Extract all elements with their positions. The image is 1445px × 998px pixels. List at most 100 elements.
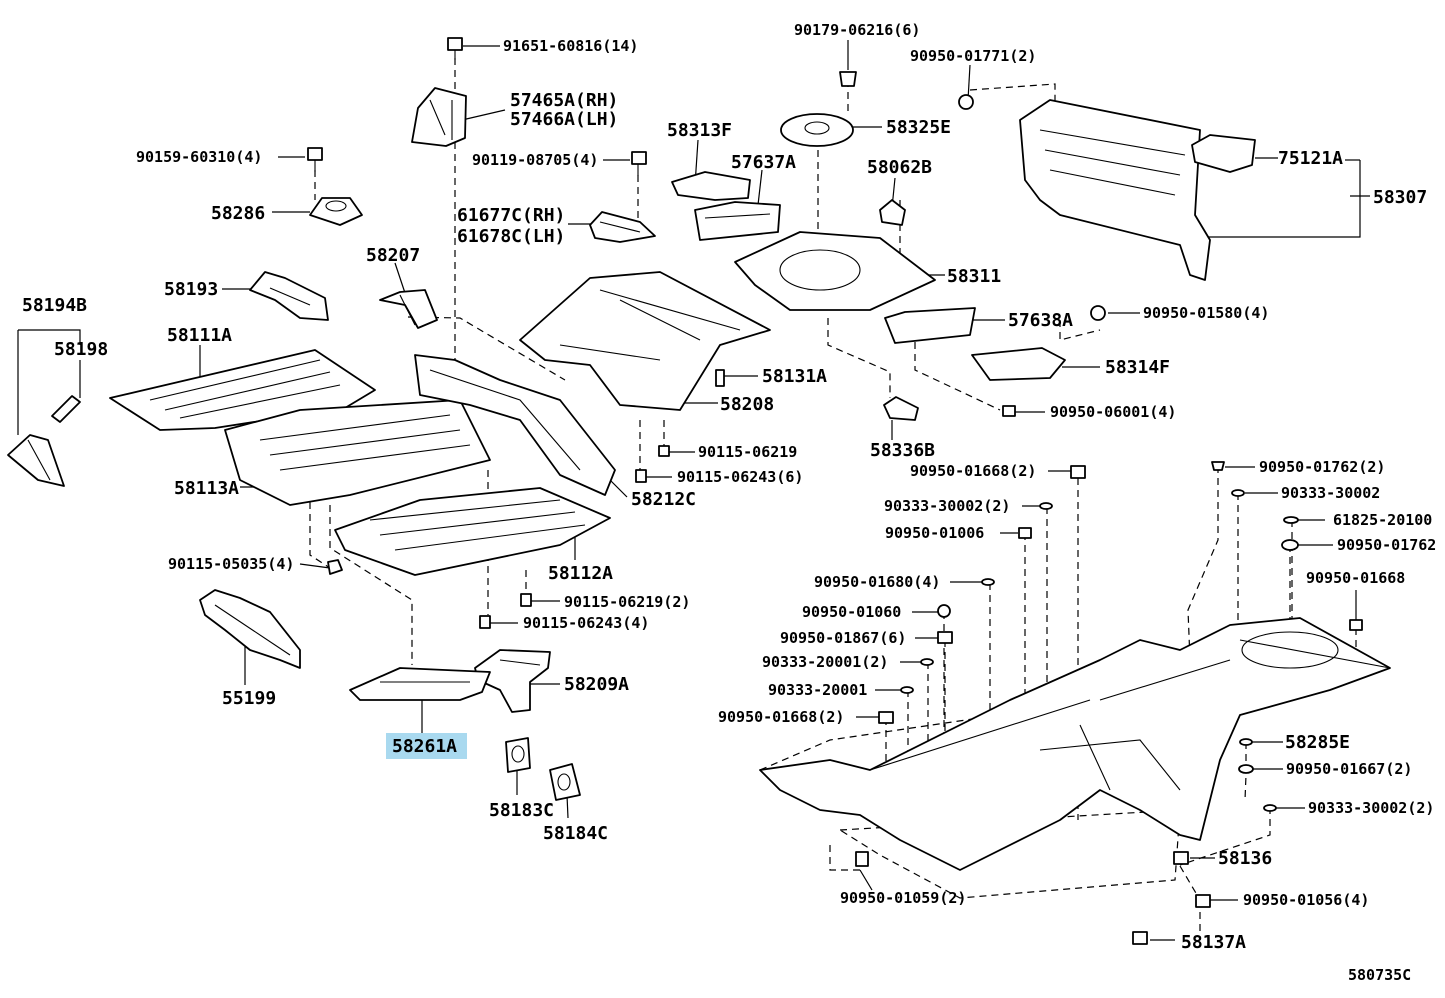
label-58184c: 58184C	[543, 823, 608, 844]
label-90159: 90159-60310(4)	[136, 148, 262, 166]
label-90950-06001: 90950-06001(4)	[1050, 403, 1176, 421]
bolt-90115-06219a	[658, 445, 670, 457]
label-90333-30002b: 90333-30002	[1281, 484, 1380, 502]
label-57638a: 57638A	[1008, 310, 1073, 331]
bracket-57465a	[411, 87, 467, 147]
label-90115-06243b: 90115-06243(4)	[523, 614, 649, 632]
plug-90950-01580	[1090, 305, 1106, 321]
label-57466a: 57466A(LH)	[510, 109, 618, 130]
label-58307: 58307	[1373, 187, 1427, 208]
pad-58184c	[549, 763, 581, 801]
label-90950-01762b: 90950-01762	[1337, 536, 1436, 554]
bolt-90115-06243b	[479, 615, 491, 629]
label-61677c: 61677C(RH)	[457, 205, 565, 226]
label-90950-01762a: 90950-01762(2)	[1259, 458, 1385, 476]
bracket-61677c	[589, 211, 656, 243]
label-58286: 58286	[211, 203, 265, 224]
label-90333-20001a: 90333-20001(2)	[762, 653, 888, 671]
label-90950-01680: 90950-01680(4)	[814, 573, 940, 591]
label-58131a: 58131A	[762, 366, 827, 387]
bracket-75121a	[1191, 134, 1256, 173]
label-58285e: 58285E	[1285, 732, 1350, 753]
small-fasteners-right	[855, 461, 1363, 945]
bracket-58193	[249, 271, 329, 321]
label-58112a: 58112A	[548, 563, 613, 584]
cap-90179	[839, 71, 857, 87]
bolt-90115-06243a	[635, 469, 647, 483]
label-58336b: 58336B	[870, 440, 935, 461]
plug-90950-06001	[1002, 405, 1016, 417]
label-58136: 58136	[1218, 848, 1272, 869]
bracket-57638a	[884, 307, 976, 344]
label-58313f: 58313F	[667, 120, 732, 141]
plug-90950-01771	[958, 94, 974, 110]
label-90950-01059: 90950-01059(2)	[840, 889, 966, 907]
label-58183c: 58183C	[489, 800, 554, 821]
part-labels: 91651-60816(14) 57465A(RH) 57466A(LH) 90…	[22, 21, 1436, 984]
panel-58261a	[349, 667, 491, 701]
label-90333-30002a: 90333-30002(2)	[884, 497, 1010, 515]
label-58111a: 58111A	[167, 325, 232, 346]
floor-panel-58112a	[334, 487, 611, 576]
bracket-58207	[379, 289, 438, 329]
label-57465a: 57465A(RH)	[510, 90, 618, 111]
label-90179: 90179-06216(6)	[794, 21, 920, 39]
label-58311: 58311	[947, 266, 1001, 287]
label-90115-06219a: 90115-06219	[698, 443, 797, 461]
label-58198: 58198	[54, 339, 108, 360]
bolt-58198	[51, 395, 81, 423]
label-55199: 55199	[222, 688, 276, 709]
label-90950-01668a: 90950-01668(2)	[910, 462, 1036, 480]
label-90950-01668c: 90950-01668	[1306, 569, 1405, 587]
label-90950-01006: 90950-01006	[885, 524, 984, 542]
label-61678c: 61678C(LH)	[457, 226, 565, 247]
label-90950-01771: 90950-01771(2)	[910, 47, 1036, 65]
pan-58311	[734, 231, 936, 311]
label-90119: 90119-08705(4)	[472, 151, 598, 169]
diagram-code: 580735C	[1348, 966, 1411, 984]
bolt-90115-06219b	[520, 593, 532, 607]
label-90115-06219b: 90115-06219(2)	[564, 593, 690, 611]
label-58325e: 58325E	[886, 117, 951, 138]
label-90950-01867: 90950-01867(6)	[780, 629, 906, 647]
label-58261a: 58261A	[392, 736, 457, 757]
bracket-55199	[199, 589, 301, 669]
label-90115-06243a: 90115-06243(6)	[677, 468, 803, 486]
label-61825: 61825-20100	[1333, 511, 1432, 529]
label-58062b: 58062B	[867, 157, 932, 178]
label-58113a: 58113A	[174, 478, 239, 499]
label-58212c: 58212C	[631, 489, 696, 510]
bolt-90119	[631, 151, 647, 176]
label-58314f: 58314F	[1105, 357, 1170, 378]
floor-panel-58113a	[224, 399, 491, 506]
label-58209a: 58209A	[564, 674, 629, 695]
bolt-91651	[447, 37, 463, 60]
bracket-58336b	[883, 396, 919, 421]
label-90950-01668b: 90950-01668(2)	[718, 708, 844, 726]
label-58193: 58193	[164, 279, 218, 300]
boot-58286	[309, 197, 363, 226]
pad-58183c	[505, 737, 531, 773]
bracket-58313f	[671, 171, 751, 201]
bracket-58314f	[971, 347, 1066, 381]
label-58207: 58207	[366, 245, 420, 266]
label-90950-01667: 90950-01667(2)	[1286, 760, 1412, 778]
panel-58307	[1019, 99, 1211, 281]
label-58208: 58208	[720, 394, 774, 415]
label-91651: 91651-60816(14)	[503, 37, 638, 55]
label-90950-01056: 90950-01056(4)	[1243, 891, 1369, 909]
label-90950-01060: 90950-01060	[802, 603, 901, 621]
highlight-58261a	[386, 733, 467, 759]
spare-tire-mount-58325e	[780, 113, 854, 147]
bracket-57637a	[694, 201, 781, 241]
bolt-90159	[307, 147, 323, 172]
crossmember-58208	[519, 271, 771, 411]
label-90950-01580: 90950-01580(4)	[1143, 304, 1269, 322]
label-58194b: 58194B	[22, 295, 87, 316]
label-57637a: 57637A	[731, 152, 796, 173]
label-90333-20001b: 90333-20001	[768, 681, 867, 699]
member-58194b	[7, 434, 65, 487]
bolt-90115-05035	[327, 559, 343, 575]
bracket-58062b	[879, 199, 906, 226]
